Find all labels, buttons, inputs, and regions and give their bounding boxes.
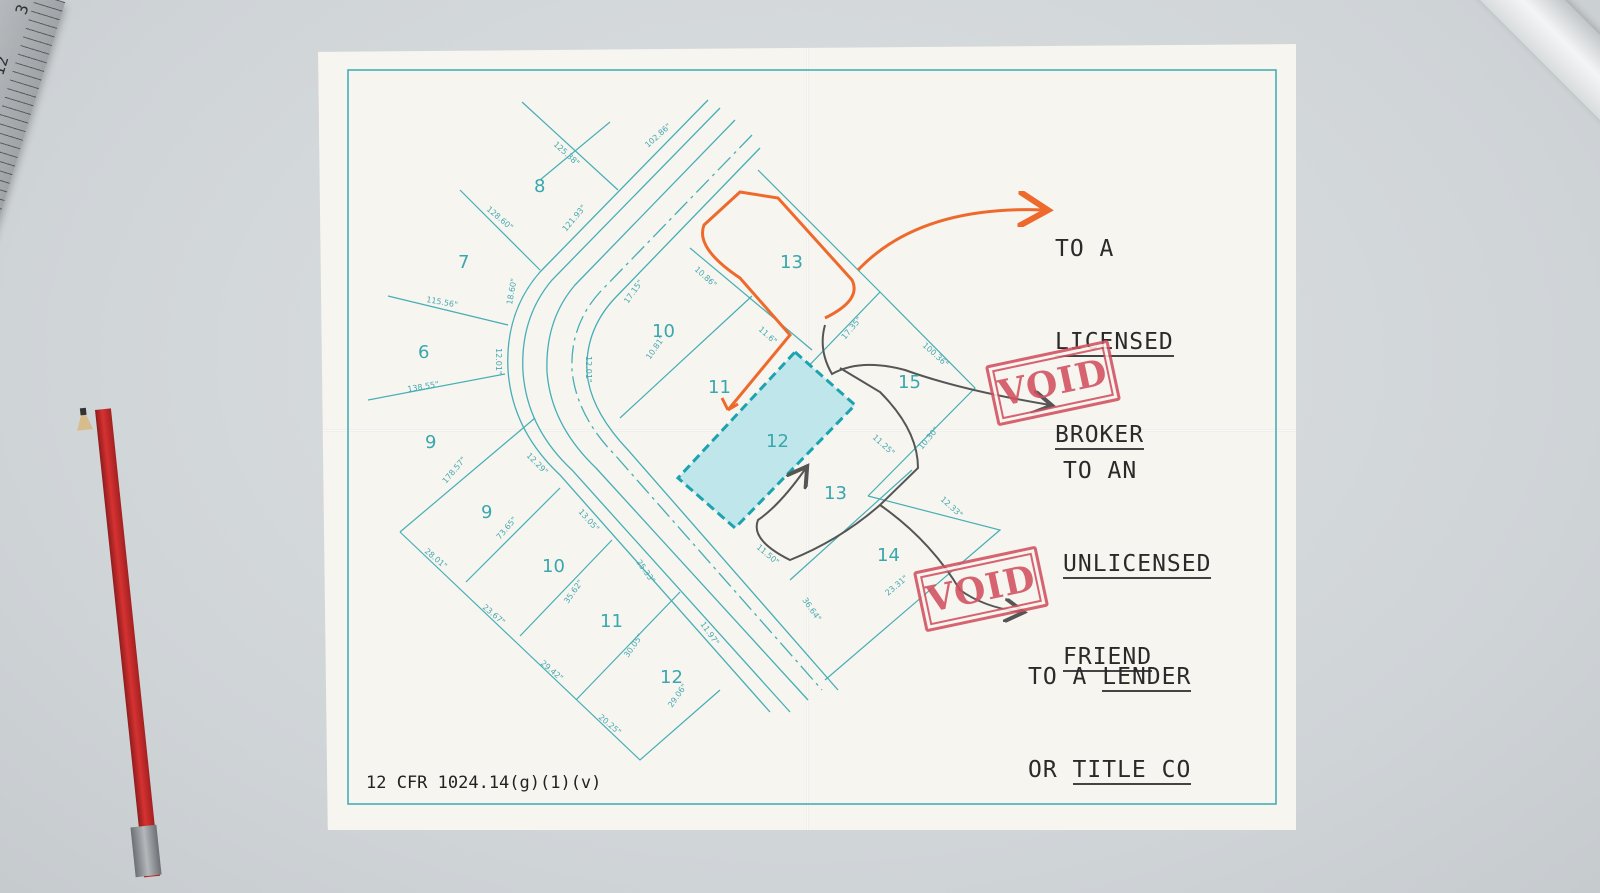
orange-arrowhead (720, 397, 739, 412)
dimension-label: 10.30" (917, 425, 941, 451)
dimension-label: 25.33" (634, 558, 657, 585)
dimension-label: 28.01" (423, 547, 449, 571)
dimension-label: 18.60" (505, 278, 518, 306)
lot-number: 7 (458, 252, 469, 273)
lot-number: 10 (542, 556, 565, 577)
lot-number: 9 (425, 432, 436, 453)
dimension-label: 100.36" (921, 341, 951, 369)
arrow-to-lender (839, 367, 1022, 612)
lot-number: 12 (660, 667, 683, 688)
dimension-label: 30.05" (622, 632, 645, 659)
lot-number: 9 (481, 502, 492, 523)
lender-label-word: LENDER (1102, 664, 1192, 692)
dimension-label: 23.31" (884, 574, 910, 598)
lender-label-prefix: TO A (1028, 664, 1103, 690)
dimension-label: 128.60" (485, 205, 515, 232)
dimension-label: 121.93" (561, 203, 588, 233)
dimension-label: 73.65" (495, 515, 519, 541)
lot-number: 15 (898, 372, 921, 393)
lot-number: 12 (766, 431, 789, 452)
dimension-label: 36.64" (800, 596, 823, 623)
lot-number: 14 (877, 545, 900, 566)
road-lines (507, 99, 839, 713)
dimension-label: 125.38" (552, 140, 582, 168)
broker-label-line: LICENSED (1055, 329, 1174, 357)
arrow-to-broker (856, 210, 1045, 272)
friend-label-line: UNLICENSED (1063, 551, 1212, 579)
dimension-label: 12.01" (494, 348, 503, 375)
gray-loop-route (755, 468, 881, 562)
dimension-label: 138.55" (407, 380, 440, 394)
orange-route (701, 190, 856, 411)
highlighted-lot-12 (675, 349, 858, 531)
lot-number: 10 (652, 321, 675, 342)
regulation-citation: 12 CFR 1024.14(g)(1)(v) (366, 773, 602, 793)
friend-label-line: TO AN (1063, 458, 1138, 484)
dimension-label: 20.25" (597, 713, 623, 737)
dimension-label: 11.6" (757, 325, 779, 346)
dimension-label: 115.56" (426, 295, 459, 309)
dimension-label: 11.97" (698, 620, 721, 647)
title-label-prefix: OR (1028, 757, 1073, 783)
title-label-word: TITLE CO (1072, 757, 1192, 785)
broker-label: TO A LICENSED BROKER (1055, 172, 1174, 482)
friend-label: TO AN UNLICENSED FRIEND (1063, 394, 1212, 704)
lot-number: 8 (534, 176, 545, 197)
friend-label-line: FRIEND (1063, 644, 1153, 672)
lot-number: 11 (708, 377, 731, 398)
dimension-label: 13.05" (577, 507, 601, 533)
lot-number: 13 (780, 252, 803, 273)
broker-label-line: TO A (1055, 236, 1115, 262)
arrow-to-friend (821, 324, 1050, 405)
dimension-label: 102.86" (643, 122, 673, 150)
dimension-label: 178.57" (441, 455, 468, 485)
lender-label: TO A LENDER OR TITLE CO (1028, 600, 1192, 817)
dimension-label: 10.81" (644, 334, 667, 361)
dimension-label: 17.15" (622, 278, 645, 305)
dimension-label: 29.42" (539, 659, 565, 683)
dimension-label: 11.25" (871, 433, 897, 457)
lot-lines (367, 101, 1002, 761)
lot-number: 6 (418, 342, 429, 363)
dimension-label: 12.29" (525, 451, 550, 476)
lot-number: 11 (600, 611, 623, 632)
dimension-label: 12.01" (584, 356, 593, 383)
dimension-label: 23.67" (481, 603, 507, 627)
dimension-label: 35.62" (562, 578, 585, 605)
broker-label-line: BROKER (1055, 422, 1145, 450)
lot-number: 13 (824, 483, 847, 504)
plat-border (347, 69, 1277, 805)
dimension-label: 17.35" (840, 315, 864, 341)
